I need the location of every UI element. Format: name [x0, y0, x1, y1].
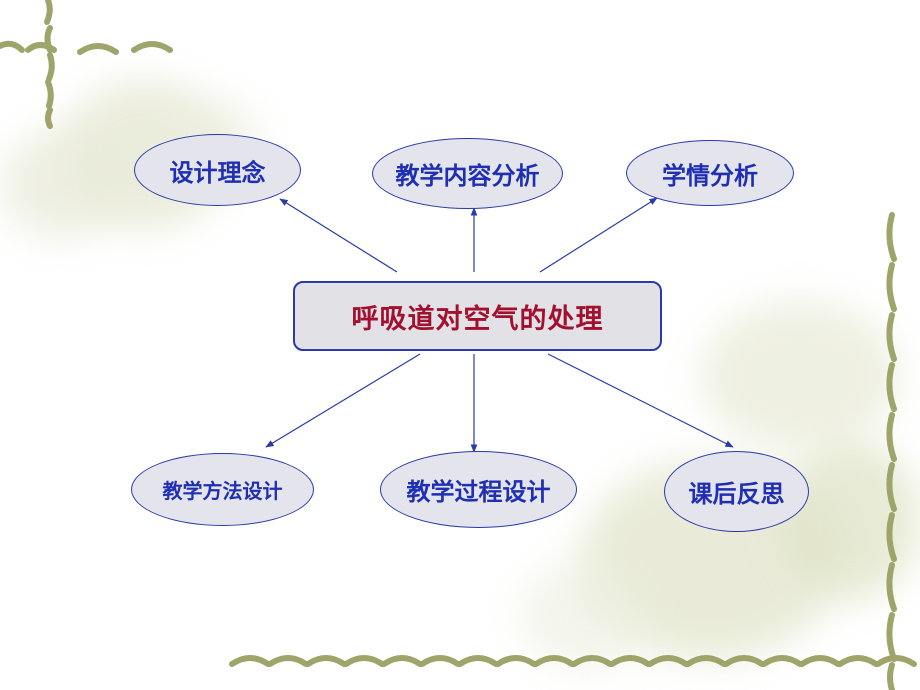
central-topic-box: 呼吸道对空气的处理	[293, 281, 662, 351]
central-topic-label: 呼吸道对空气的处理	[351, 303, 604, 335]
arrow-to-learner-analysis	[539, 197, 658, 273]
background-flower	[0, 130, 120, 240]
node-label: 教学内容分析	[395, 162, 540, 190]
decorative-vine-bottom	[229, 655, 917, 667]
arrow-to-reflection	[547, 353, 734, 448]
node-reflection: 课后反思	[664, 451, 809, 532]
background-flower	[520, 560, 650, 670]
node-teaching-process: 教学过程设计	[380, 451, 577, 528]
node-label: 课后反思	[688, 480, 785, 508]
node-label: 教学过程设计	[406, 478, 551, 506]
background-flower	[700, 300, 900, 450]
node-label: 设计理念	[169, 158, 266, 187]
decorative-vine-top-left	[0, 0, 173, 129]
node-content-analysis: 教学内容分析	[372, 138, 563, 209]
decorative-vine-right	[886, 212, 897, 690]
arrow-to-design-concept	[279, 198, 398, 273]
background-flower	[780, 440, 920, 600]
node-design-concept: 设计理念	[134, 134, 301, 206]
node-label: 学情分析	[662, 161, 758, 190]
node-teaching-method: 教学方法设计	[131, 453, 314, 526]
node-learner-analysis: 学情分析	[626, 140, 794, 206]
arrow-to-teaching-method	[265, 353, 421, 448]
node-label: 教学方法设计	[162, 479, 283, 503]
